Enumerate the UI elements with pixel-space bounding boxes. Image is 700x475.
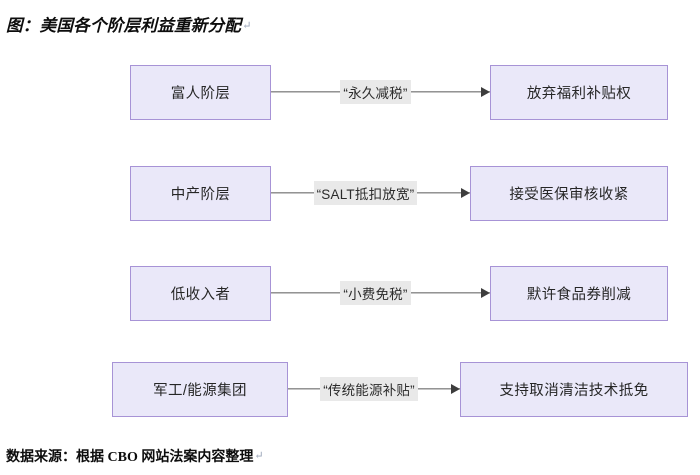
source-note: 数据来源：根据 CBO 网站法案内容整理↵: [6, 446, 264, 466]
arrow-head-icon: [461, 188, 470, 198]
flow-connector: “SALT抵扣放宽”: [271, 166, 470, 221]
edge-label: “永久减税”: [340, 80, 411, 104]
source-node[interactable]: 军工/能源集团: [112, 361, 288, 417]
source-note-text: 数据来源：根据 CBO 网站法案内容整理: [6, 450, 254, 465]
target-node[interactable]: 接受医保审核收紧: [470, 165, 668, 221]
arrow-head-icon: [481, 87, 490, 97]
edge-label: “小费免税”: [340, 281, 411, 305]
target-node-label: 默许食品券削减: [526, 286, 632, 303]
arrow-head-icon: [481, 288, 490, 298]
flow-row: 富人阶层 “永久减税” 放弃福利补贴权: [130, 64, 668, 120]
target-node[interactable]: 支持取消清洁技术抵免: [460, 361, 688, 417]
target-node-label: 接受医保审核收紧: [509, 186, 629, 203]
source-node-label: 军工/能源集团: [153, 382, 247, 399]
figure-title-text: 图：美国各个阶层利益重新分配: [6, 16, 242, 35]
target-node[interactable]: 默许食品券削减: [490, 265, 668, 321]
flow-connector: “永久减税”: [271, 65, 490, 120]
flow-connector: “传统能源补贴”: [288, 362, 460, 417]
edge-label: “SALT抵扣放宽”: [313, 181, 418, 205]
edge-label: “传统能源补贴”: [320, 377, 418, 401]
flow-row: 低收入者 “小费免税” 默许食品券削减: [130, 265, 668, 321]
paragraph-mark-icon: ↵: [254, 450, 264, 462]
source-node[interactable]: 富人阶层: [130, 64, 271, 120]
target-node-label: 放弃福利补贴权: [526, 85, 632, 102]
source-node-label: 低收入者: [170, 286, 231, 303]
arrow-head-icon: [451, 384, 460, 394]
source-node[interactable]: 中产阶层: [130, 165, 271, 221]
source-node-label: 富人阶层: [170, 85, 231, 102]
target-node-label: 支持取消清洁技术抵免: [499, 382, 649, 399]
source-node-label: 中产阶层: [170, 186, 231, 203]
flow-row: 军工/能源集团 “传统能源补贴” 支持取消清洁技术抵免: [112, 361, 688, 417]
flow-connector: “小费免税”: [271, 266, 490, 321]
figure-title: 图：美国各个阶层利益重新分配↵: [6, 12, 252, 36]
target-node[interactable]: 放弃福利补贴权: [490, 64, 668, 120]
paragraph-mark-icon: ↵: [242, 20, 252, 32]
flow-row: 中产阶层 “SALT抵扣放宽” 接受医保审核收紧: [130, 165, 668, 221]
source-node[interactable]: 低收入者: [130, 265, 271, 321]
